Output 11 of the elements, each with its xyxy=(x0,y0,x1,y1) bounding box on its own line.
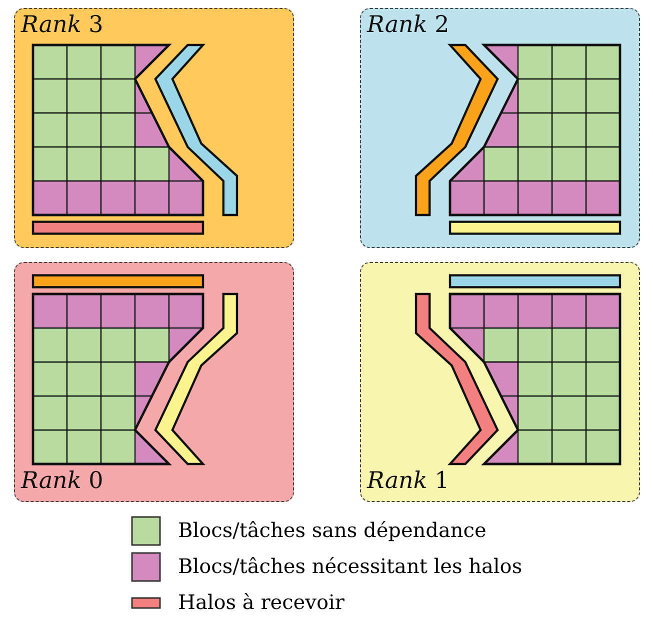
rank-panel xyxy=(360,262,640,502)
legend-text: Blocs/tâches sans dépendance xyxy=(178,517,486,544)
rank-panel xyxy=(360,8,640,248)
panel-label: Rank 3 xyxy=(21,11,104,39)
rank-panel xyxy=(14,8,294,248)
panel-label: Rank 2 xyxy=(367,11,450,39)
rank-panel xyxy=(14,262,294,502)
legend-text: Halos à recevoir xyxy=(178,589,344,616)
legend-text: Blocs/tâches nécessitant les halos xyxy=(178,553,522,580)
panel-label: Rank 0 xyxy=(21,467,104,495)
panel-label: Rank 1 xyxy=(367,467,450,495)
